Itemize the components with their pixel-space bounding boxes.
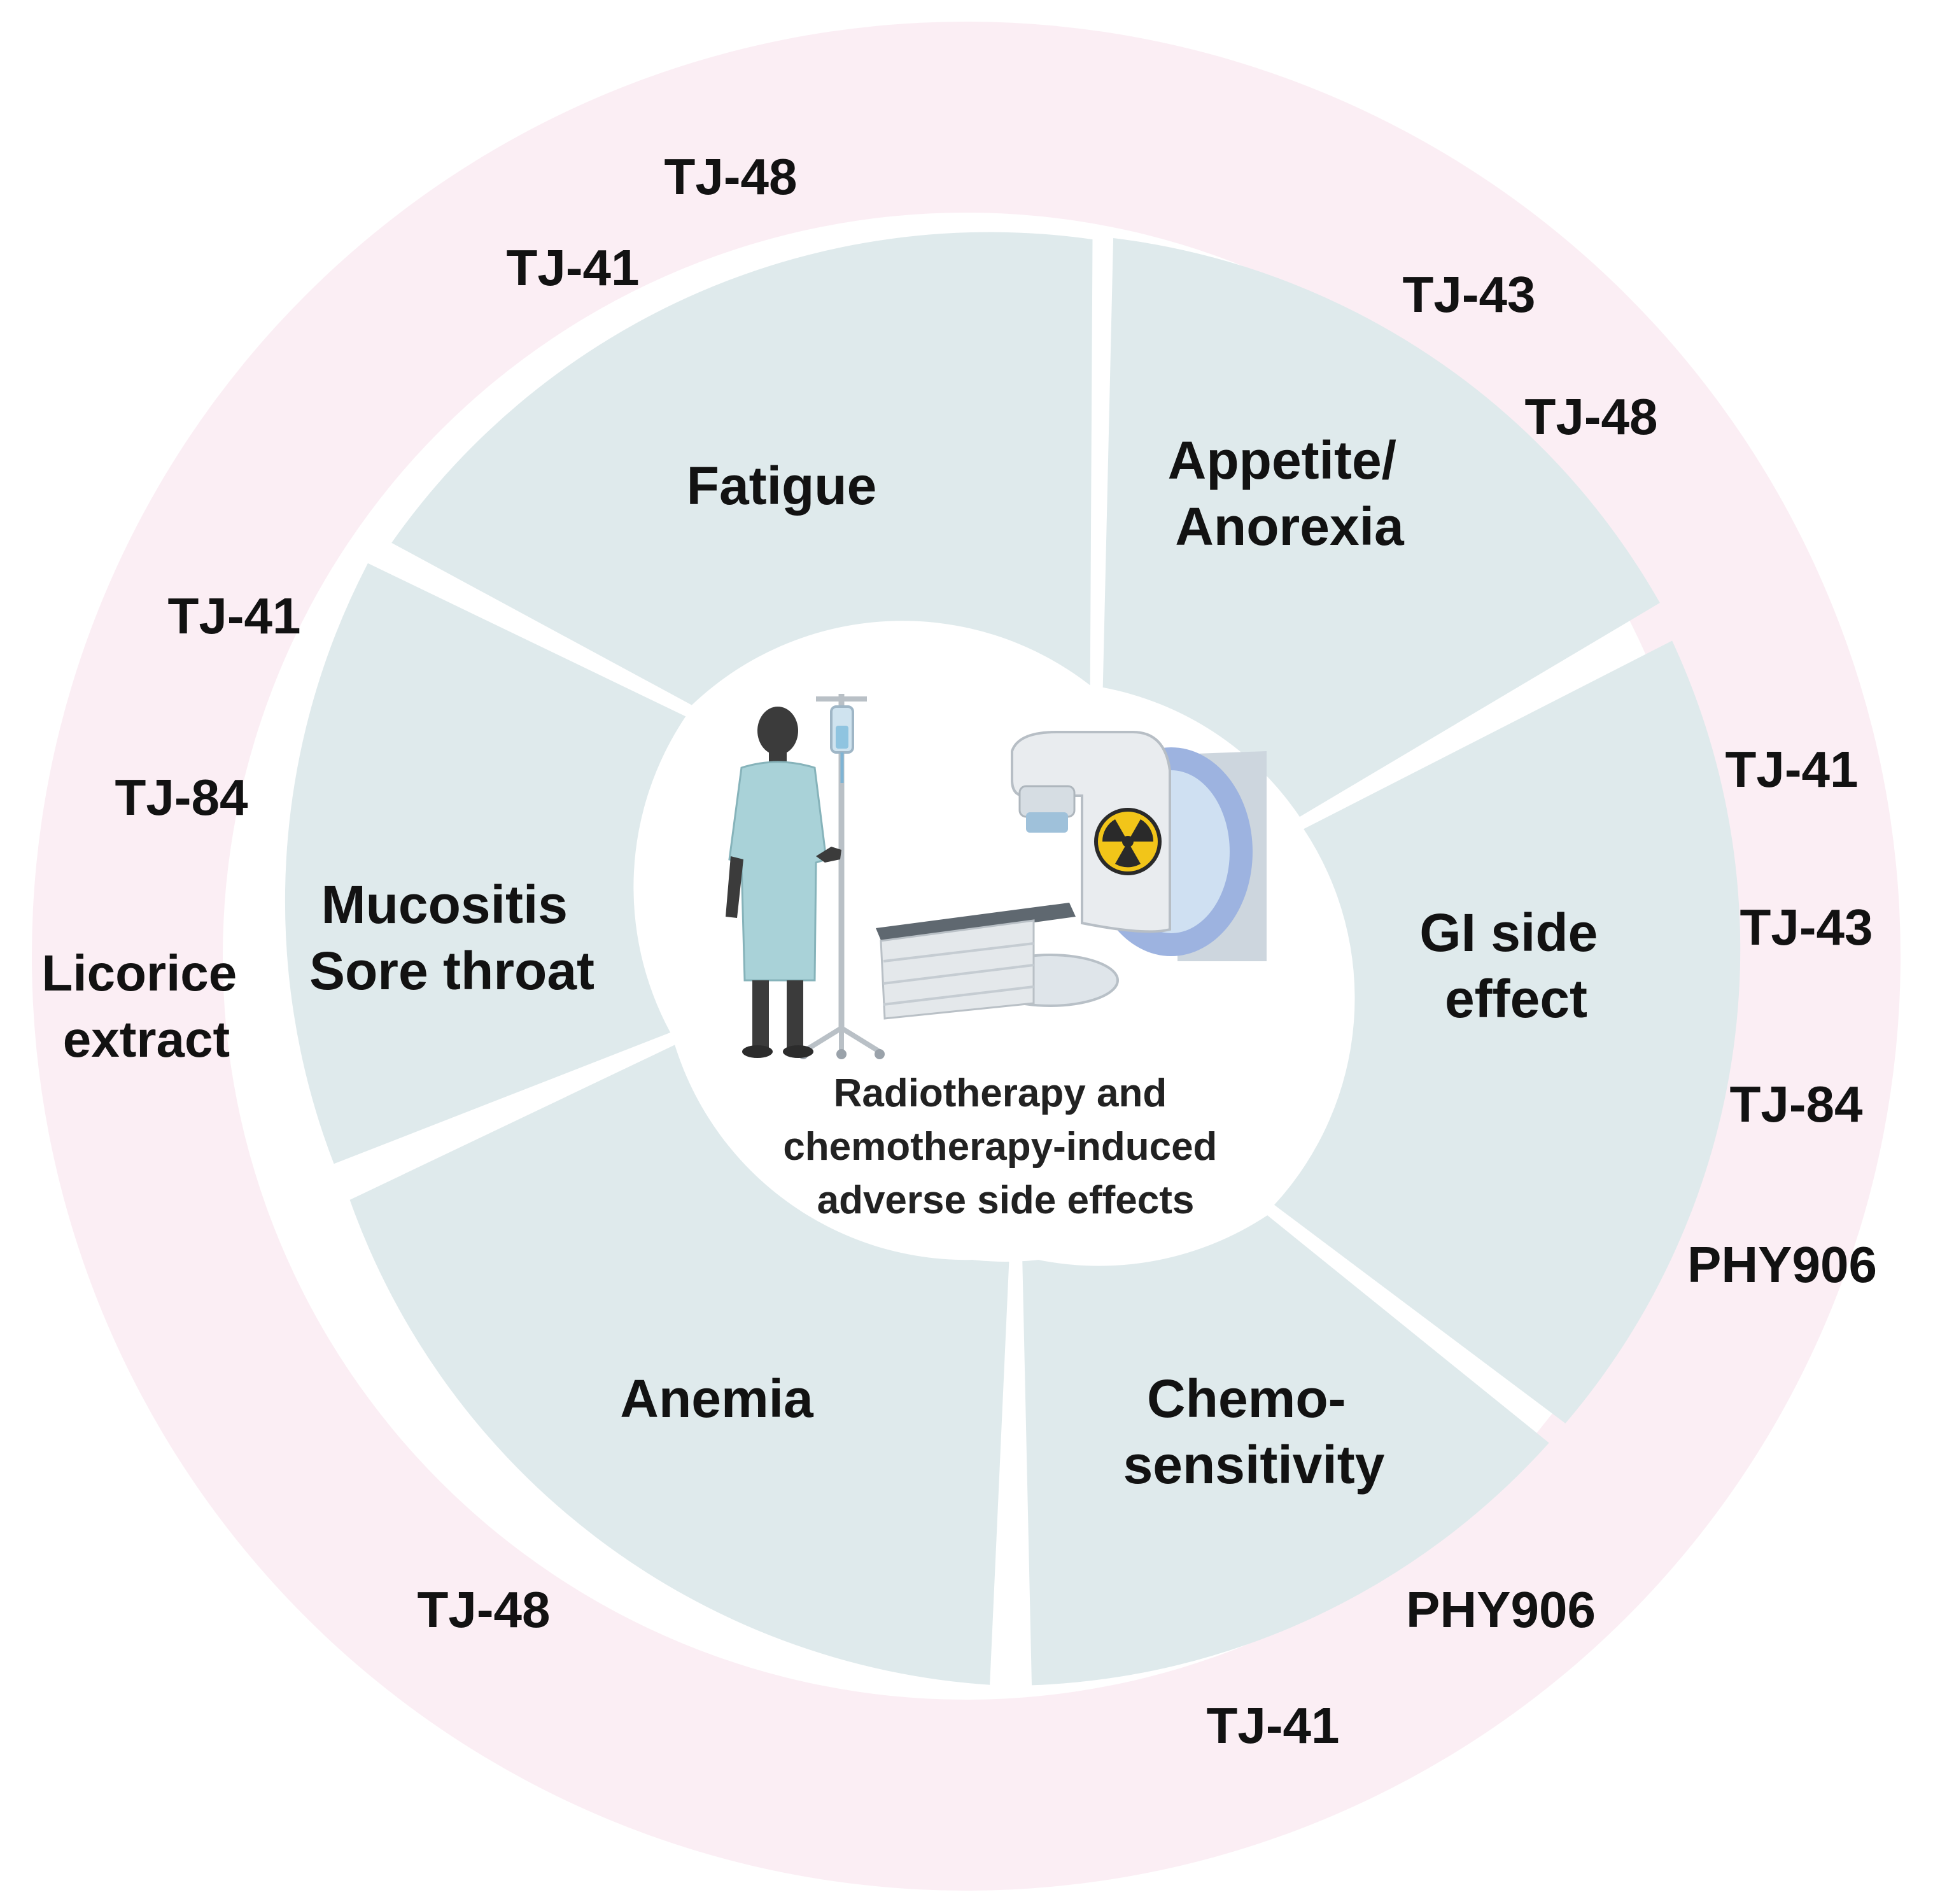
center-caption-line: chemotherapy-induced bbox=[783, 1125, 1217, 1169]
herb-label: TJ-84 bbox=[1730, 1076, 1863, 1132]
patient-icon bbox=[726, 707, 841, 1058]
radiotherapy-machine-icon bbox=[876, 731, 1267, 1020]
herb-label: Licorice extract bbox=[41, 945, 251, 1068]
herb-label: PHY906 bbox=[1687, 1236, 1877, 1293]
herb-label: TJ-84 bbox=[115, 769, 248, 826]
herb-label: TJ-48 bbox=[664, 148, 798, 205]
herb-label: TJ-48 bbox=[418, 1581, 551, 1638]
segment-mucositis-sore-throat[interactable] bbox=[285, 563, 686, 1164]
segment-label-appetite-anorexia: Appetite/ Anorexia bbox=[1168, 430, 1412, 556]
segment-label-gi-side-effect: GI side effect bbox=[1419, 903, 1612, 1029]
segment-label-chemo-sensitivity: Chemo- sensitivity bbox=[1123, 1369, 1385, 1495]
center-caption-line: Radiotherapy and bbox=[834, 1071, 1167, 1115]
center-caption: Radiotherapy and chemotherapy-induced ad… bbox=[783, 1071, 1228, 1222]
herb-label: TJ-48 bbox=[1525, 388, 1658, 445]
radiation-hazard-icon bbox=[1094, 808, 1162, 875]
herb-label: TJ-41 bbox=[1726, 741, 1859, 798]
segment-label-fatigue: Fatigue bbox=[687, 456, 877, 516]
center-caption-line: adverse side effects bbox=[817, 1178, 1195, 1222]
segment-label-anemia: Anemia bbox=[620, 1369, 814, 1428]
segment-gi-side-effect[interactable] bbox=[1274, 640, 1741, 1424]
segment-fatigue[interactable] bbox=[391, 232, 1093, 705]
segment-chemo-sensitivity[interactable] bbox=[1022, 1215, 1549, 1686]
illustration bbox=[726, 694, 1267, 1059]
herb-label: PHY906 bbox=[1406, 1581, 1596, 1638]
segment-appetite-anorexia[interactable] bbox=[1102, 238, 1660, 817]
herb-labels: TJ-48 TJ-41 TJ-43 TJ-48 TJ-41 TJ-43 TJ-8… bbox=[41, 148, 1877, 1754]
segment-label-mucositis-sore-throat: Mucositis Sore throat bbox=[309, 875, 594, 1001]
herb-label: TJ-41 bbox=[168, 588, 301, 644]
herb-label: TJ-41 bbox=[507, 239, 640, 296]
herb-label: TJ-43 bbox=[1403, 266, 1536, 323]
herb-label: TJ-43 bbox=[1740, 899, 1873, 956]
segment-wheel bbox=[285, 232, 1741, 1686]
herb-label: TJ-41 bbox=[1207, 1697, 1340, 1754]
segment-anemia[interactable] bbox=[349, 1045, 1009, 1685]
